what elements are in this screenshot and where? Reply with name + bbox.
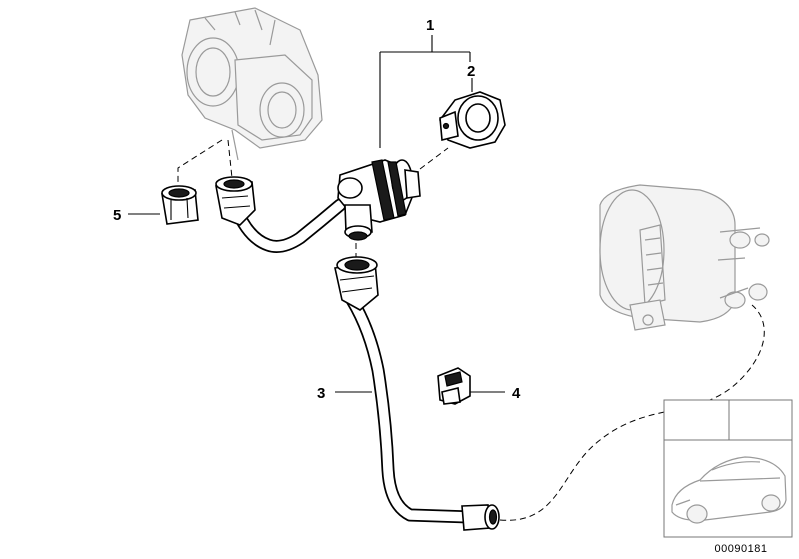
leader-1 [379, 35, 471, 148]
vehicle-location-inset [663, 399, 793, 538]
upper-hose [229, 198, 347, 253]
dashed-line-throttle-to-elbow [227, 139, 233, 179]
callout-4: 4 [512, 385, 521, 402]
part-5-cap [161, 185, 199, 225]
reference-number: 00090181 [715, 543, 768, 555]
dashed-line-valve-to-ring [411, 147, 449, 176]
part-2-ring [439, 91, 506, 149]
part-4-clip [437, 367, 471, 405]
callout-1: 1 [426, 17, 434, 34]
callout-3: 3 [317, 385, 325, 402]
dashed-line-throttle-to-cap [177, 139, 223, 186]
part-3-hose [334, 256, 500, 531]
callout-2: 2 [467, 63, 475, 80]
part-1-vent-valve [337, 159, 421, 241]
throttle-body-illustration [181, 7, 323, 161]
dashed-line-hose-to-canister [499, 304, 765, 521]
charcoal-canister-illustration [599, 184, 770, 331]
callout-5: 5 [113, 207, 121, 224]
elbow-connector [215, 176, 256, 226]
